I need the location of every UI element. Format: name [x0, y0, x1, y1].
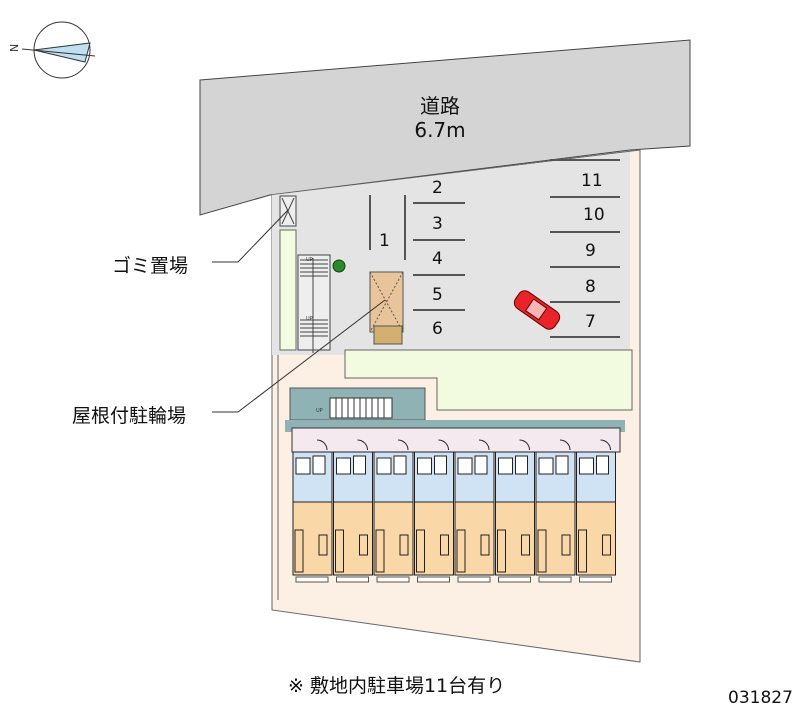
property-code: 031827: [728, 688, 793, 708]
road-name: 道路: [420, 94, 460, 118]
road: [199, 39, 691, 216]
parking-space-number: 7: [585, 312, 596, 332]
parking-space-number: 5: [432, 285, 443, 305]
compass-icon: N: [8, 21, 96, 79]
car-icon: [513, 290, 561, 330]
corridor: [291, 427, 621, 453]
parking-space-number: 6: [432, 319, 443, 339]
parking-space-number: 10: [583, 205, 605, 225]
tree-icon: [332, 259, 346, 273]
parking-space-number: 3: [432, 214, 443, 234]
apartment-unit: [333, 439, 373, 583]
covered-bicycle-parking-label: 屋根付駐輪場: [72, 405, 187, 427]
parking-space-number: 9: [585, 241, 596, 261]
bicycle-leader-line: [212, 299, 386, 413]
bicycle-shed: [369, 271, 404, 333]
apartment-unit: [495, 439, 535, 583]
parking-space-number: 4: [432, 249, 443, 269]
road-width: 6.7m: [414, 118, 466, 142]
green-strip: [344, 349, 633, 411]
apartment-unit: [576, 439, 616, 583]
stairs-up-label: UP: [306, 257, 313, 263]
stairs-left: [297, 254, 331, 353]
parking-space-number: 11: [581, 171, 603, 191]
apartment-unit: [373, 439, 414, 583]
parking-lines: [369, 159, 620, 338]
road-label: 道路 6.7m: [390, 94, 490, 142]
stairs-up-label: UP: [306, 316, 313, 322]
parking-note: ※ 敷地内駐車場11台有り: [288, 675, 506, 697]
apartment-unit: [535, 439, 576, 583]
apartment-unit: [454, 439, 495, 583]
parking-space-number: 8: [585, 277, 596, 297]
parking-space-number: 2: [432, 178, 443, 198]
garbage-area-label: ゴミ置場: [112, 255, 189, 277]
apartment-unit: [292, 439, 333, 583]
stairs-up-label: UP: [316, 408, 323, 414]
parking-space-number: 1: [379, 231, 390, 251]
apartment-unit: [414, 439, 454, 583]
compass-north-letter: N: [8, 44, 21, 52]
garbage-leader-line: [212, 209, 289, 263]
left-green-strip: [279, 229, 297, 351]
